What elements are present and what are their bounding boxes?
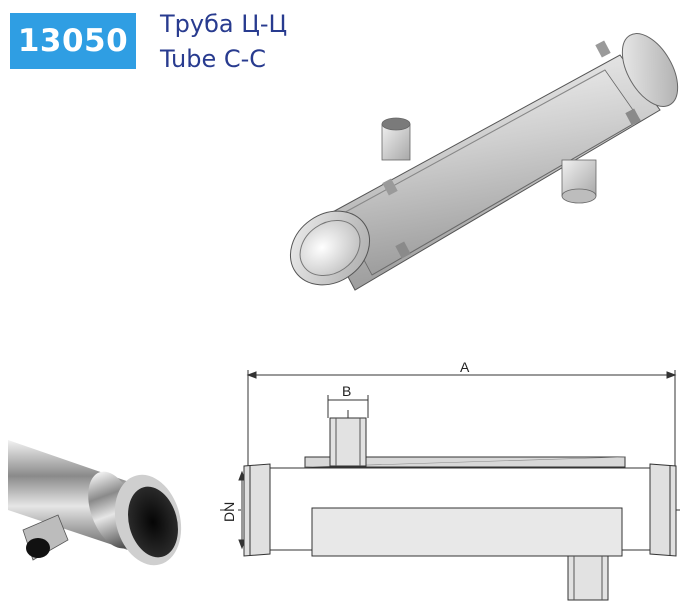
product-code: 13050: [17, 23, 129, 59]
product-code-badge: 13050: [10, 13, 136, 69]
product-title-ru: Труба Ц-Ц: [160, 10, 288, 38]
label-b: B: [342, 383, 351, 399]
tube-body: [289, 33, 679, 291]
product-title-en: Tube C-C: [160, 45, 267, 73]
technical-drawing: A B DN: [220, 359, 680, 601]
label-a: A: [460, 359, 470, 375]
tube-photo-icon: [8, 440, 182, 566]
label-dn: DN: [221, 502, 237, 522]
